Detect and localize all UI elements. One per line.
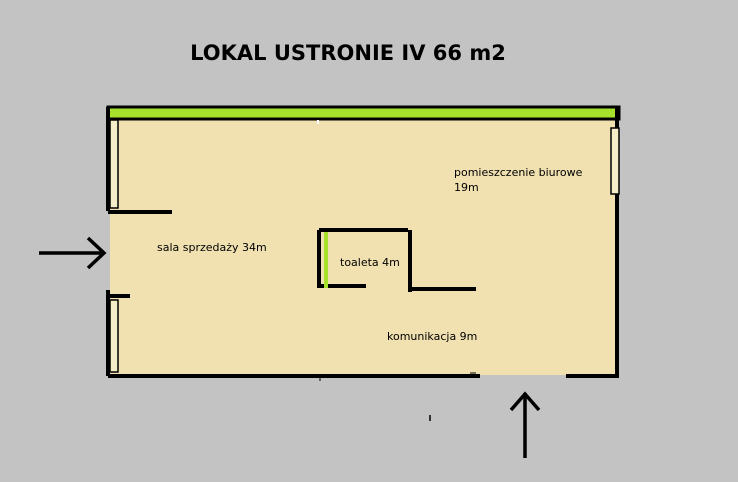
window-right [610, 127, 620, 195]
arrow-right-icon [39, 236, 107, 270]
window-left-lower [109, 299, 119, 373]
room-label-corridor: komunikacja 9m [387, 330, 477, 343]
room-label-sales-hall: sala sprzedaży 34m [157, 241, 267, 254]
arrow-up-icon [509, 391, 541, 458]
floor-area [110, 110, 618, 375]
window-top [106, 105, 621, 121]
plan-title: LOKAL USTRONIE IV 66 m2 [190, 41, 506, 65]
room-label-toilet: toaleta 4m [340, 256, 400, 269]
window-left-upper [109, 119, 119, 209]
room-label-office: pomieszczenie biurowe [454, 166, 583, 179]
outer-walls [106, 107, 619, 378]
room-label-office-area: 19m [454, 181, 479, 194]
toilet-walls [317, 228, 476, 292]
